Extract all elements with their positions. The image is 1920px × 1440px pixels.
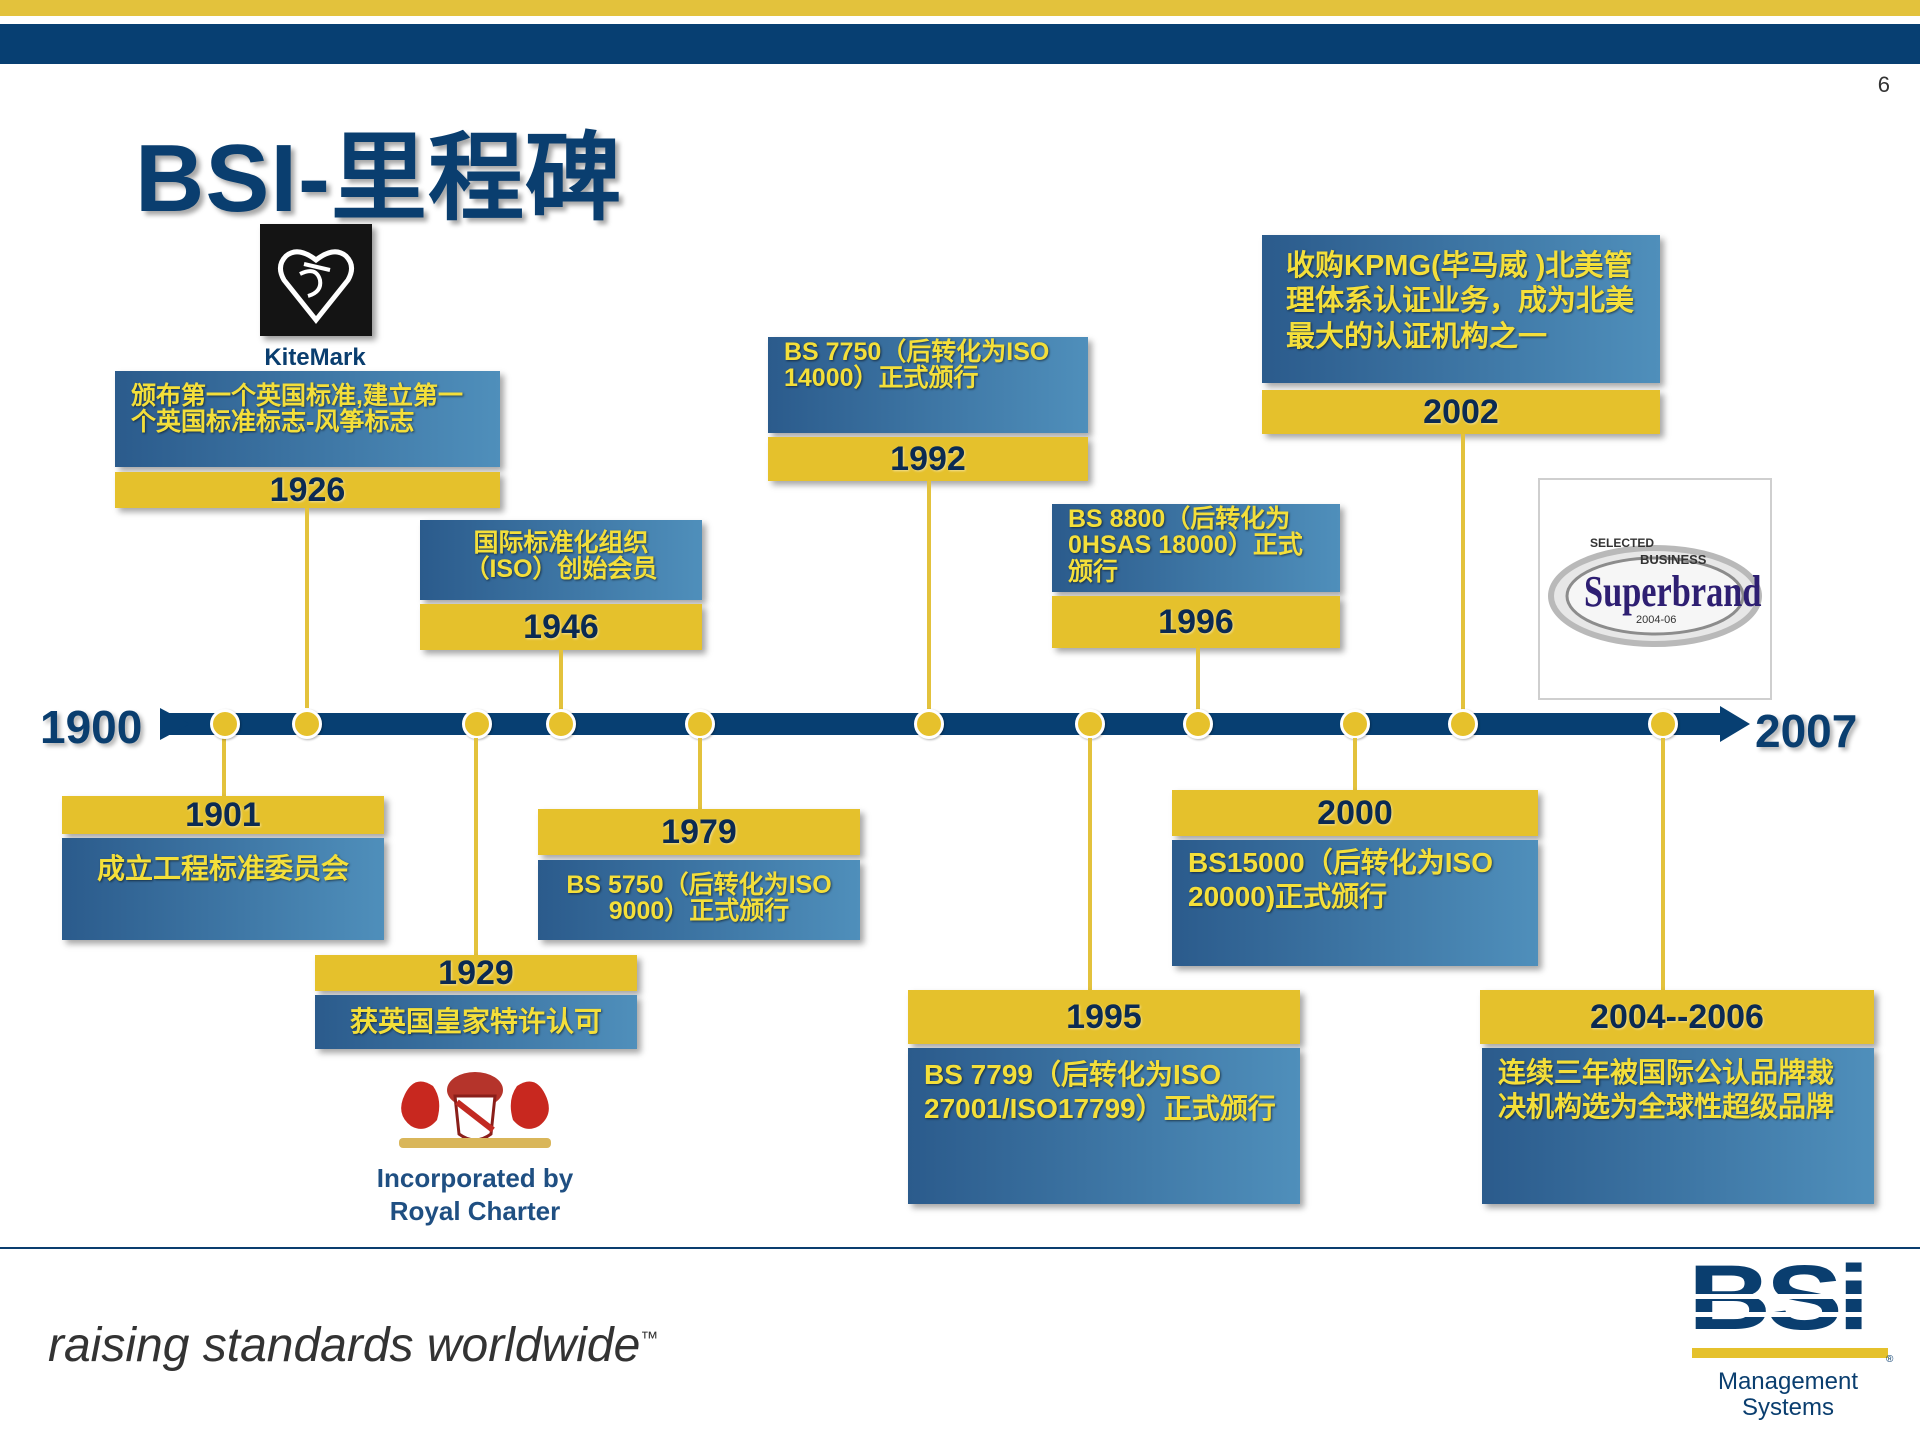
superbrand-business: BUSINESS — [1640, 552, 1707, 567]
timeline-dot-1995 — [1075, 709, 1105, 739]
year-1992: 1992 — [768, 437, 1088, 481]
milestone-2004-2006-text: 连续三年被国际公认品牌裁决机构选为全球性超级品牌 — [1482, 1048, 1874, 1204]
milestone-2002-text: 收购KPMG(毕马威 )北美管理体系认证业务，成为北美最大的认证机构之一 — [1262, 235, 1660, 383]
milestone-1901-text: 成立工程标准委员会 — [62, 838, 384, 940]
superbrand-years: 2004-06 — [1636, 614, 1677, 626]
milestone-2000-text: BS15000（后转化为ISO 20000)正式颁行 — [1172, 840, 1538, 966]
stem-1996 — [1196, 648, 1200, 710]
kitemark-icon — [278, 249, 354, 325]
stem-1901 — [222, 738, 226, 796]
bsi-stripe-2 — [1692, 1312, 1888, 1317]
slogan-text: raising standards worldwide — [48, 1319, 641, 1372]
stem-1995 — [1088, 738, 1092, 990]
year-1901: 1901 — [62, 796, 384, 834]
milestone-1929-text: 获英国皇家特许认可 — [315, 995, 637, 1049]
royal-charter-crest — [385, 1060, 565, 1152]
timeline-axis-arrow-right — [1720, 706, 1750, 742]
bsi-management: Management — [1717, 1368, 1859, 1395]
stem-1992 — [927, 481, 931, 709]
year-1926: 1926 — [115, 472, 500, 508]
stem-1926 — [305, 508, 309, 708]
bsi-gold-bar — [1692, 1348, 1888, 1358]
bsi-registered-icon: ® — [1886, 1354, 1894, 1365]
year-1995: 1995 — [908, 990, 1300, 1044]
royal-crest-icon — [399, 1072, 551, 1148]
timeline-dot-1901 — [210, 709, 240, 739]
timeline-dot-1946 — [546, 709, 576, 739]
timeline-dot-1996 — [1183, 709, 1213, 739]
milestone-1992-text: BS 7750（后转化为ISO 14000）正式颁行 — [768, 337, 1088, 433]
royal-charter-caption: Incorporated by Royal Charter — [340, 1162, 610, 1227]
timeline-dot-1929 — [462, 709, 492, 739]
header-divider — [0, 16, 1920, 24]
bsi-stripe-1 — [1692, 1294, 1888, 1299]
header-gold-band — [0, 0, 1920, 16]
timeline-dot-1992 — [914, 709, 944, 739]
header-navy-band — [0, 24, 1920, 64]
royal-charter-line-2: Royal Charter — [389, 1195, 561, 1226]
milestone-1926-text: 颁布第一个英国标准,建立第一个英国标准标志-风筝标志 — [115, 371, 500, 467]
timeline-dot-1979 — [685, 709, 715, 739]
stem-1946 — [559, 650, 563, 710]
footer-divider — [0, 1247, 1920, 1249]
axis-start-label: 1900 — [40, 701, 143, 753]
page-number: 6 — [1877, 72, 1890, 97]
year-2002: 2002 — [1262, 390, 1660, 434]
axis-end-label: 2007 — [1755, 705, 1858, 757]
kitemark-logo — [260, 224, 372, 336]
timeline-dot-1926 — [292, 709, 322, 739]
timeline-dot-2004-2006 — [1648, 709, 1678, 739]
milestone-1996-text: BS 8800（后转化为0HSAS 18000）正式颁行 — [1052, 504, 1340, 592]
superbrand-selected: SELECTED — [1590, 536, 1655, 550]
timeline-axis-arrow-left — [160, 708, 190, 740]
footer-slogan: raising standards worldwide™ — [48, 1318, 658, 1373]
timeline-dot-2002 — [1448, 709, 1478, 739]
timeline-axis-bar — [165, 713, 1725, 735]
slide-title: BSI-里程碑 — [135, 125, 622, 232]
stem-1929 — [474, 738, 478, 956]
year-1996: 1996 — [1052, 596, 1340, 648]
milestone-1995-text: BS 7799（后转化为ISO 27001/ISO17799）正式颁行 — [908, 1048, 1300, 1204]
stem-2000 — [1353, 738, 1357, 790]
stem-1979 — [698, 738, 702, 810]
year-1946: 1946 — [420, 604, 702, 650]
superbrand-emblem-icon — [1548, 545, 1762, 647]
year-1929: 1929 — [315, 955, 637, 991]
stem-2004-2006 — [1661, 738, 1665, 990]
year-1979: 1979 — [538, 809, 860, 855]
trademark-symbol: ™ — [640, 1328, 659, 1348]
stem-2002 — [1461, 434, 1465, 710]
bsi-logo: BSi ® Management Systems — [1688, 1252, 1898, 1428]
superbrand-wordmark: Superbrand — [1584, 567, 1762, 616]
year-2000: 2000 — [1172, 790, 1538, 836]
kitemark-label: KiteMark — [264, 344, 366, 371]
royal-charter-line-1: Incorporated by — [376, 1163, 574, 1193]
bsi-systems: Systems — [1741, 1394, 1834, 1421]
milestone-1979-text: BS 5750（后转化为ISO 9000）正式颁行 — [538, 860, 860, 940]
year-2004-2006: 2004--2006 — [1480, 990, 1874, 1044]
superbrand-logo: SELECTED BUSINESS Superbrand 2004-06 — [1538, 478, 1772, 700]
milestone-1946-text: 国际标准化组织（ISO）创始会员 — [420, 520, 702, 600]
timeline-dot-2000 — [1340, 709, 1370, 739]
